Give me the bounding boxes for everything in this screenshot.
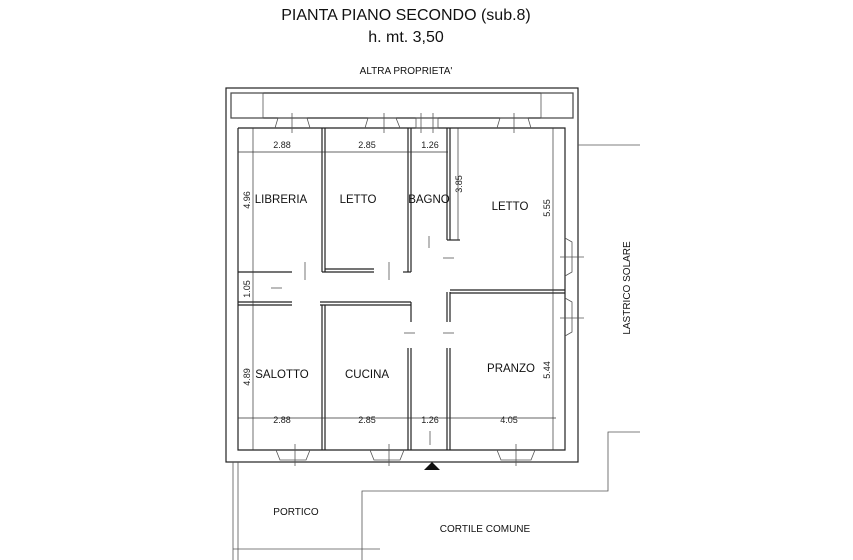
dim-h-libreria: 4.96 [242,191,252,209]
dim-h-pranzo: 5.44 [542,361,552,379]
dim-h-salotto: 4.89 [242,368,252,386]
room-salotto: SALOTTO [255,369,309,381]
dim-bot-3: 1.26 [421,415,439,425]
dim-bot-1: 2.88 [273,415,291,425]
entrance-arrow-icon [424,462,440,470]
label-lastrico-solare: LASTRICO SOLARE [622,241,633,335]
room-libreria: LIBRERIA [255,194,308,206]
dim-h-letto: 5.55 [542,199,552,217]
room-labels: LIBRERIA LETTO BAGNO LETTO SALOTTO CUCIN… [255,194,535,381]
site-boundaries [232,144,640,560]
dimension-labels: 2.88 2.85 1.26 2.88 2.85 1.26 4.05 4.96 … [242,140,552,425]
dim-top-1: 2.88 [273,140,291,150]
dim-top-3: 1.26 [421,140,439,150]
room-letto-1: LETTO [340,194,377,206]
dim-h-corridor: 1.05 [242,280,252,298]
dim-bot-4: 4.05 [500,415,518,425]
dim-bot-2: 2.85 [358,415,376,425]
plan-title: PIANTA PIANO SECONDO (sub.8) [281,7,531,24]
label-cortile-comune: CORTILE COMUNE [440,524,531,535]
walls [225,87,584,470]
room-pranzo: PRANZO [487,363,535,375]
dim-h-bagno: 3.85 [454,175,464,193]
room-cucina: CUCINA [345,369,389,381]
dimension-lines [238,128,556,450]
room-bagno: BAGNO [408,194,450,206]
dim-top-2: 2.85 [358,140,376,150]
label-portico: PORTICO [273,507,319,518]
height-note: h. mt. 3,50 [368,29,444,46]
label-altra-proprieta: ALTRA PROPRIETA' [360,66,453,77]
room-letto-2: LETTO [492,201,529,213]
